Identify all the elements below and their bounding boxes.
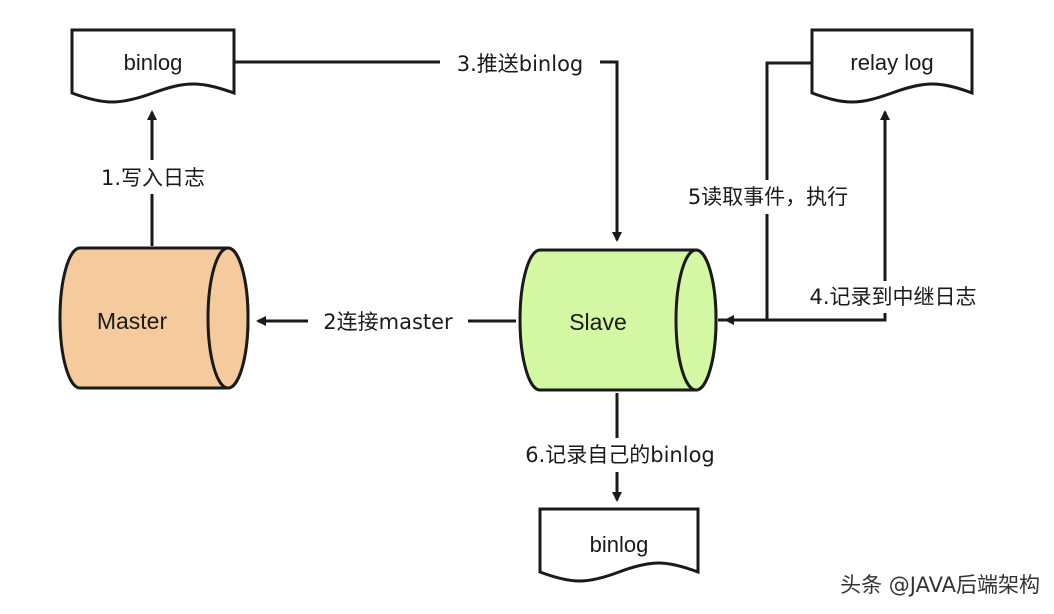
slave-binlog-label: binlog bbox=[590, 532, 649, 557]
master-label: Master bbox=[97, 308, 168, 334]
slave-label: Slave bbox=[569, 309, 627, 335]
write-log-label: 1.写入日志 bbox=[101, 166, 205, 190]
master-db: Master bbox=[58, 246, 250, 390]
relay-log-label: relay log bbox=[850, 50, 933, 75]
push-binlog-label: 3.推送binlog bbox=[457, 52, 584, 76]
relay-log-doc: relay log bbox=[810, 28, 974, 104]
master-binlog-doc: binlog bbox=[70, 28, 236, 104]
arrow-record-relay bbox=[718, 110, 890, 322]
read-execute-label: 5读取事件，执行 bbox=[688, 185, 848, 209]
record-own-binlog-label: 6.记录自己的binlog bbox=[525, 443, 715, 467]
slave-db: Slave bbox=[518, 248, 718, 392]
arrow-push-binlog bbox=[234, 60, 622, 242]
watermark: 头条 @JAVA后端架构 bbox=[840, 573, 1040, 597]
slave-binlog-doc: binlog bbox=[538, 507, 700, 583]
connect-master-label: 2连接master bbox=[323, 310, 453, 334]
record-relay-label: 4.记录到中继日志 bbox=[809, 285, 976, 309]
master-binlog-label: binlog bbox=[124, 50, 183, 75]
